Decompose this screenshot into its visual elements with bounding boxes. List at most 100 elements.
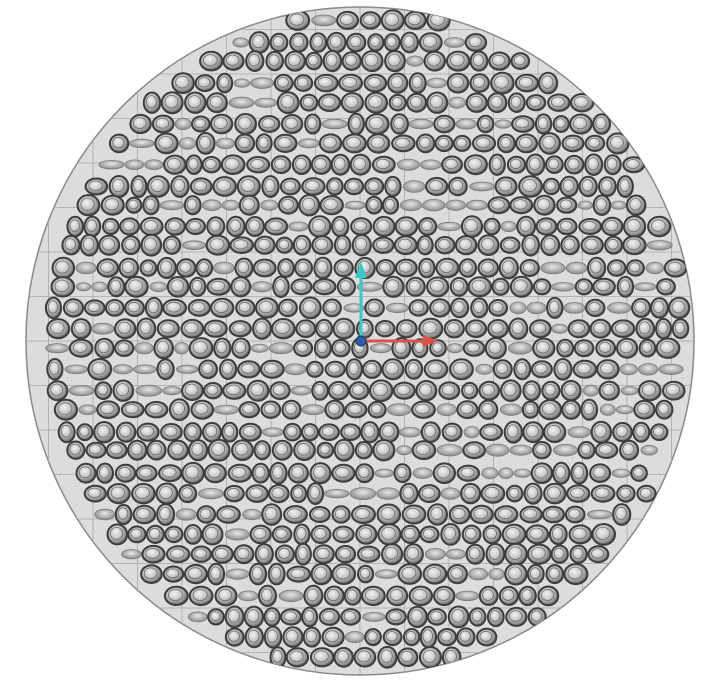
crown-model[interactable] xyxy=(483,217,501,236)
crown-model[interactable] xyxy=(529,319,552,339)
crown-model[interactable] xyxy=(258,584,277,608)
crown-model[interactable] xyxy=(146,439,167,461)
crown-model[interactable] xyxy=(198,359,219,380)
crown-model[interactable] xyxy=(498,256,519,280)
bridge-connector[interactable] xyxy=(463,426,480,439)
crown-model[interactable] xyxy=(185,154,203,175)
bridge-connector[interactable] xyxy=(475,363,494,375)
bridge-connector[interactable] xyxy=(509,301,527,315)
crown-model[interactable] xyxy=(521,233,541,257)
bridge-connector[interactable] xyxy=(197,487,224,500)
crown-model[interactable] xyxy=(478,585,499,607)
bridge-connector[interactable] xyxy=(213,404,239,415)
crown-model[interactable] xyxy=(468,607,487,627)
crown-model[interactable] xyxy=(560,380,582,402)
crown-model[interactable] xyxy=(515,133,538,154)
crown-model[interactable] xyxy=(568,524,593,545)
crown-model[interactable] xyxy=(411,440,437,461)
bridge-connector[interactable] xyxy=(215,137,235,150)
crown-model[interactable] xyxy=(465,319,488,339)
crown-model[interactable] xyxy=(383,33,401,52)
bridge-connector[interactable] xyxy=(212,261,235,275)
crown-model[interactable] xyxy=(181,461,205,485)
crown-model[interactable] xyxy=(509,196,534,215)
crown-model[interactable] xyxy=(453,134,472,152)
crown-model[interactable] xyxy=(616,175,634,198)
crown-model[interactable] xyxy=(446,72,470,94)
crown-model[interactable] xyxy=(381,358,405,381)
crown-model[interactable] xyxy=(309,647,335,668)
crown-model[interactable] xyxy=(569,544,588,564)
bridge-connector[interactable] xyxy=(262,427,284,438)
crown-model[interactable] xyxy=(458,258,478,278)
crown-model[interactable] xyxy=(490,71,515,95)
bridge-connector[interactable] xyxy=(224,528,250,541)
crown-model[interactable] xyxy=(548,523,568,546)
crown-model[interactable] xyxy=(310,563,333,586)
crown-model[interactable] xyxy=(195,258,214,278)
crown-model[interactable] xyxy=(229,236,254,254)
bridge-connector[interactable] xyxy=(175,508,197,521)
crown-model[interactable] xyxy=(183,524,203,545)
crown-model[interactable] xyxy=(543,421,567,444)
bridge-connector[interactable] xyxy=(144,159,164,171)
bridge-connector[interactable] xyxy=(638,363,659,376)
crown-model[interactable] xyxy=(139,216,164,237)
crown-model[interactable] xyxy=(220,154,246,175)
crown-model[interactable] xyxy=(268,484,290,504)
crown-model[interactable] xyxy=(190,399,215,420)
crown-model[interactable] xyxy=(331,215,350,238)
crown-model[interactable] xyxy=(365,195,383,215)
crown-model[interactable] xyxy=(57,421,76,444)
crown-model[interactable] xyxy=(480,483,506,504)
bridge-connector[interactable] xyxy=(64,364,88,375)
bridge-connector[interactable] xyxy=(599,403,616,416)
crown-model[interactable] xyxy=(456,464,480,482)
crown-model[interactable] xyxy=(230,276,252,298)
bridge-connector[interactable] xyxy=(344,200,366,210)
bridge-connector[interactable] xyxy=(565,261,588,275)
crown-model[interactable] xyxy=(542,505,565,524)
crown-model[interactable] xyxy=(650,297,669,319)
bridge-connector[interactable] xyxy=(437,221,462,232)
crown-model[interactable] xyxy=(327,380,350,401)
bridge-connector[interactable] xyxy=(260,199,279,211)
crown-model[interactable] xyxy=(411,400,436,419)
bridge-connector[interactable] xyxy=(202,199,222,212)
crown-model[interactable] xyxy=(560,235,580,256)
bridge-connector[interactable] xyxy=(446,343,464,354)
crown-model[interactable] xyxy=(377,523,402,546)
crown-model[interactable] xyxy=(196,505,217,524)
crown-model[interactable] xyxy=(187,299,211,317)
crown-model[interactable] xyxy=(162,565,185,583)
crown-model[interactable] xyxy=(595,338,617,358)
bridge-connector[interactable] xyxy=(412,467,434,479)
crown-model[interactable] xyxy=(206,277,231,296)
crown-model[interactable] xyxy=(236,175,261,198)
crown-model[interactable] xyxy=(163,154,187,175)
crown-model[interactable] xyxy=(131,482,156,505)
crown-model[interactable] xyxy=(616,275,635,298)
crown-model[interactable] xyxy=(393,463,412,484)
crown-model[interactable] xyxy=(504,542,528,566)
crown-model[interactable] xyxy=(567,319,591,339)
crown-model[interactable] xyxy=(388,93,407,112)
bridge-connector[interactable] xyxy=(323,488,350,499)
crown-model[interactable] xyxy=(171,72,195,94)
crown-model[interactable] xyxy=(234,133,256,154)
crown-model[interactable] xyxy=(105,441,128,460)
crown-model[interactable] xyxy=(382,195,400,215)
bridge-connector[interactable] xyxy=(640,444,658,456)
bridge-connector[interactable] xyxy=(228,96,255,109)
crown-model[interactable] xyxy=(248,31,270,54)
crown-model[interactable] xyxy=(263,625,283,649)
bridge-connector[interactable] xyxy=(75,282,92,292)
crown-model[interactable] xyxy=(606,132,630,155)
crown-model[interactable] xyxy=(486,606,505,628)
crown-model[interactable] xyxy=(578,175,598,198)
crown-model[interactable] xyxy=(318,607,341,626)
crown-model[interactable] xyxy=(580,398,599,421)
bridge-connector[interactable] xyxy=(225,568,250,580)
bridge-connector[interactable] xyxy=(242,508,262,521)
